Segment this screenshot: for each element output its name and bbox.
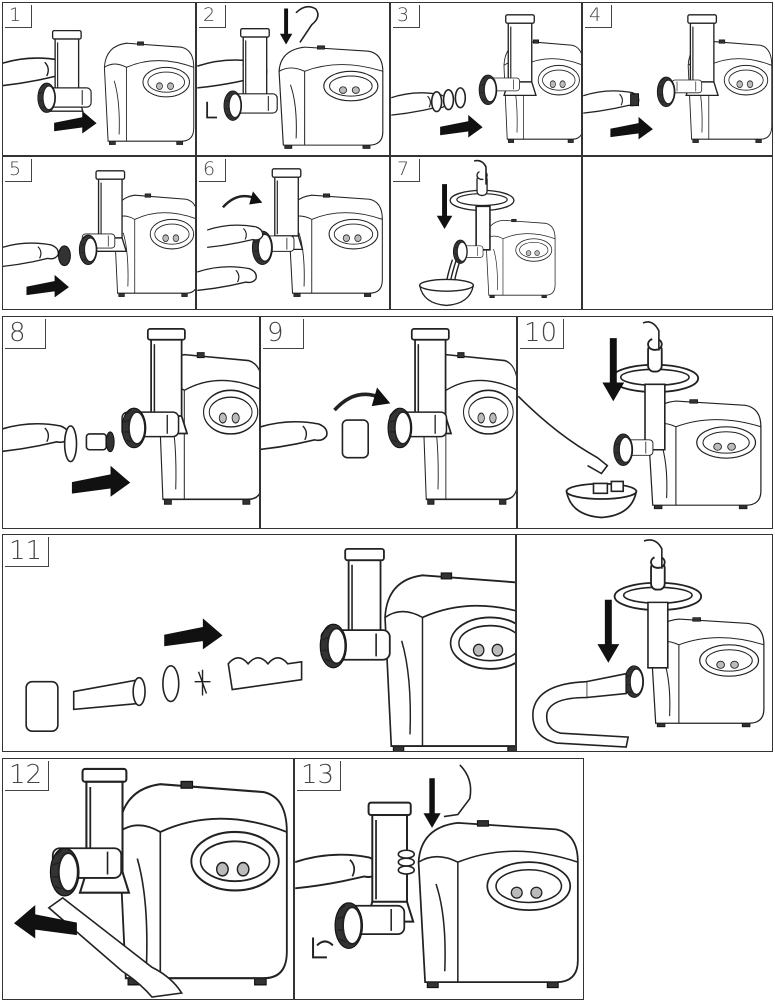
step-2-panel: 2 bbox=[196, 2, 390, 156]
step-number: 11 bbox=[5, 537, 49, 567]
step-13-panel: 13 bbox=[294, 758, 584, 1000]
step-11-panel: 11 bbox=[2, 534, 516, 752]
step-1-panel: 1 bbox=[2, 2, 196, 156]
step-5-panel: 5 bbox=[2, 156, 196, 310]
step-11b-panel bbox=[516, 534, 773, 752]
step-number: 4 bbox=[585, 5, 612, 28]
step-number: 12 bbox=[5, 761, 49, 791]
step-13-illustration bbox=[295, 759, 583, 999]
step-number: 13 bbox=[297, 761, 341, 791]
step-number: 7 bbox=[393, 159, 420, 182]
step-11b-illustration bbox=[517, 535, 772, 751]
step-10-panel: 10 bbox=[517, 316, 773, 529]
step-number: 9 bbox=[263, 319, 304, 349]
step-number: 8 bbox=[5, 319, 46, 349]
step-3-panel: 3 bbox=[390, 2, 582, 156]
step-number: 5 bbox=[5, 159, 32, 182]
step-number: 10 bbox=[520, 319, 564, 349]
step-number: 3 bbox=[393, 5, 420, 28]
step-7-panel: 7 bbox=[390, 156, 582, 310]
step-number: 1 bbox=[5, 5, 32, 28]
step-11-illustration bbox=[3, 535, 515, 751]
step-number: 6 bbox=[199, 159, 226, 182]
step-6-panel: 6 bbox=[196, 156, 390, 310]
step-8-panel: 8 bbox=[2, 316, 260, 529]
step-number: 2 bbox=[199, 5, 226, 28]
step-12-panel: 12 bbox=[2, 758, 294, 1000]
step-12-illustration bbox=[3, 759, 293, 999]
step-4-panel: 4 bbox=[582, 2, 773, 156]
step-blank-panel bbox=[582, 156, 773, 310]
step-9-panel: 9 bbox=[260, 316, 517, 529]
